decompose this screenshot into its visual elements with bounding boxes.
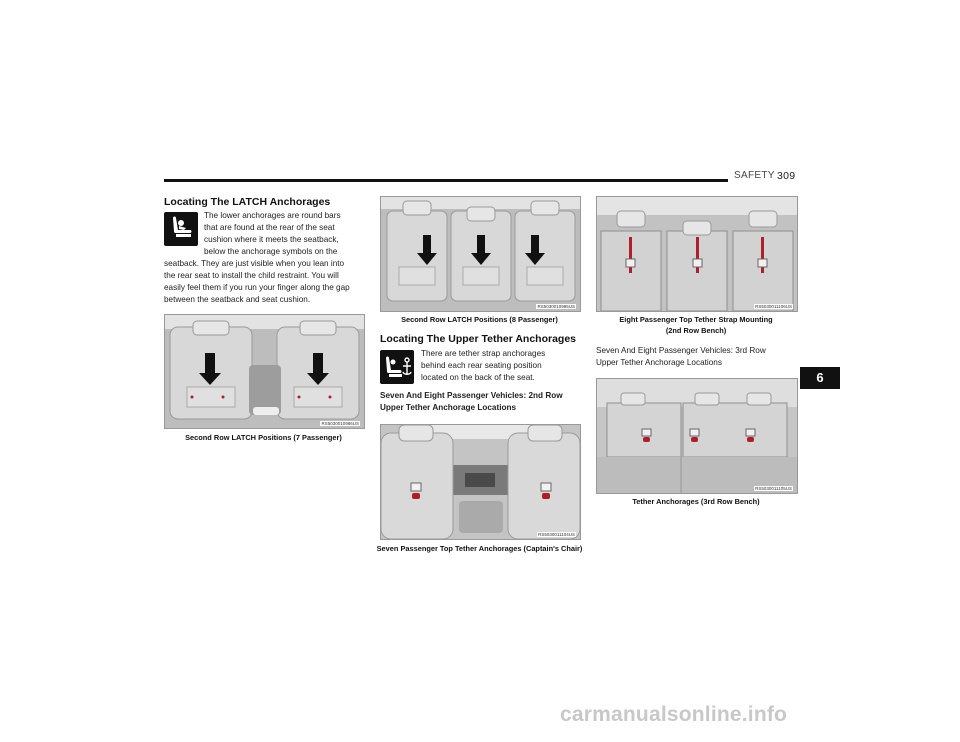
tether-body-line-1: There are tether strap anchorages bbox=[421, 349, 546, 358]
figure-code: RS5030011105US bbox=[754, 486, 793, 491]
down-arrow-icon bbox=[307, 353, 329, 385]
watermark: carmanualsonline.info bbox=[560, 703, 788, 726]
latch-body-line-8: between the seatback and seat cushion. bbox=[164, 295, 311, 304]
eight-passenger-tether-photo: RS5030011106US bbox=[596, 196, 798, 312]
down-arrow-icon bbox=[525, 235, 545, 265]
page-number: 309 bbox=[777, 170, 796, 182]
latch-body-line-6: the rear seat to install the child restr… bbox=[164, 271, 339, 280]
child-seat-icon bbox=[164, 212, 198, 246]
tether-body-line-2: behind each rear seating position bbox=[421, 361, 542, 370]
latch-8-passenger-caption: Second Row LATCH Positions (8 Passenger) bbox=[401, 315, 558, 324]
third-row-subhead-line-1: Seven And Eight Passenger Vehicles: 3rd … bbox=[596, 346, 766, 355]
latch-body-line-2: that are found at the rear of the seat bbox=[204, 223, 335, 232]
second-row-subhead-line-1: Seven And Eight Passenger Vehicles: 2nd … bbox=[380, 391, 563, 400]
captains-chair-tether-caption: Seven Passenger Top Tether Anchorages (C… bbox=[376, 544, 583, 553]
latch-body-line-5: seatback. They are just visible when you… bbox=[164, 259, 345, 268]
third-row-tether-caption: Tether Anchorages (3rd Row Bench) bbox=[632, 497, 760, 506]
figure-code: RS5030011106US bbox=[754, 304, 793, 309]
captains-chair-tether-photo: RS5030011104US bbox=[380, 424, 581, 540]
eight-passenger-tether-caption-line-2: (2nd Row Bench) bbox=[665, 326, 727, 335]
latch-7-passenger-photo: RS5030010986US bbox=[164, 314, 365, 429]
latch-body-line-4: below the anchorage symbols on the bbox=[204, 247, 338, 256]
second-row-subhead-line-2: Upper Tether Anchorage Locations bbox=[380, 403, 517, 412]
running-header-section: SAFETY bbox=[734, 170, 775, 181]
latch-7-passenger-caption: Second Row LATCH Positions (7 Passenger) bbox=[185, 433, 342, 442]
latch-8-passenger-photo: RS5030010985US bbox=[380, 196, 581, 312]
latch-body-line-1: The lower anchorages are round bars bbox=[204, 211, 341, 220]
latch-heading: Locating The LATCH Anchorages bbox=[164, 196, 331, 208]
figure-code: RS5030010986US bbox=[320, 421, 360, 426]
latch-body-line-7: easily feel them if you run your finger … bbox=[164, 283, 350, 292]
down-arrow-icon bbox=[471, 235, 491, 265]
tether-heading: Locating The Upper Tether Anchorages bbox=[380, 333, 577, 345]
chapter-tab: 6 bbox=[800, 367, 840, 389]
figure-code: RS5030011104US bbox=[537, 532, 576, 537]
latch-body-line-3: cushion where it meets the seatback, bbox=[204, 235, 339, 244]
tether-body-line-3: located on the back of the seat. bbox=[421, 373, 535, 382]
header-rule bbox=[164, 179, 728, 182]
tether-anchor-icon bbox=[380, 350, 414, 384]
third-row-subhead-line-2: Upper Tether Anchorage Locations bbox=[596, 358, 722, 367]
down-arrow-icon bbox=[417, 235, 437, 265]
figure-code: RS5030010985US bbox=[536, 304, 576, 309]
third-row-tether-photo: RS5030011105US bbox=[596, 378, 798, 494]
down-arrow-icon bbox=[199, 353, 221, 385]
eight-passenger-tether-caption-line-1: Eight Passenger Top Tether Strap Mountin… bbox=[619, 315, 773, 324]
